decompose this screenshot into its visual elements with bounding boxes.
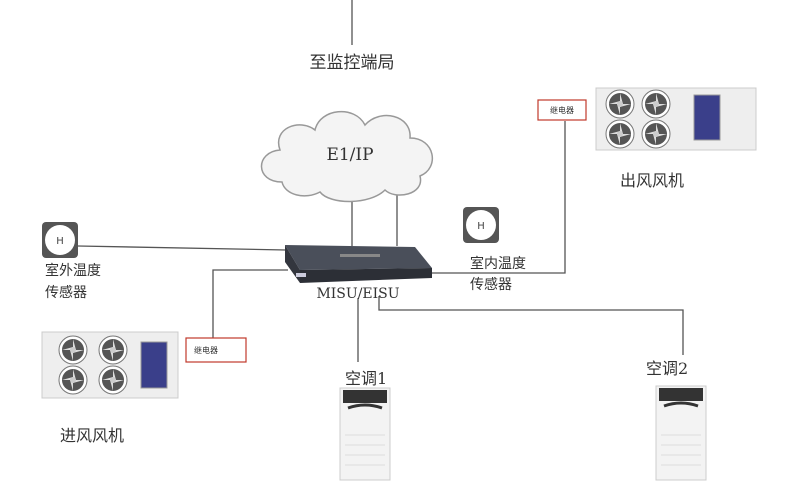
relay-top: 继电器	[537, 99, 587, 121]
intake-fan	[41, 331, 179, 399]
intake-fan-label: 进风风机	[60, 426, 124, 445]
outdoor-sensor-label-2: 传感器	[45, 284, 87, 301]
outdoor-sensor-label-1: 室外温度	[45, 262, 101, 279]
indoor-sensor-label-2: 传感器	[470, 276, 512, 293]
exhaust-fan	[595, 87, 757, 151]
relay-left-label: 继电器	[194, 345, 218, 355]
indoor-sensor-icon	[463, 207, 499, 243]
outdoor-sensor: 室外温度 传感器	[42, 222, 101, 301]
relay-top-label: 继电器	[550, 105, 574, 115]
monitoring-center-label: 至监控端局	[310, 53, 395, 73]
network-label: E1/IP	[326, 145, 373, 165]
network-cloud: E1/IP	[260, 110, 434, 203]
ac1-label: 空调1	[345, 369, 387, 388]
exhaust-fan-label: 出风风机	[620, 171, 684, 190]
controller-label: MISU/EISU	[316, 286, 399, 302]
indoor-sensor-label-1: 室内温度	[470, 255, 526, 272]
connection-lines	[77, 0, 684, 362]
outdoor-sensor-icon	[42, 222, 78, 258]
ac-unit-2	[655, 385, 707, 481]
ac-unit-1	[339, 387, 391, 481]
indoor-sensor: 室内温度 传感器	[463, 207, 526, 293]
relay-left: 继电器	[185, 337, 247, 363]
ac2-label: 空调2	[646, 359, 688, 378]
controller-device	[285, 245, 432, 283]
